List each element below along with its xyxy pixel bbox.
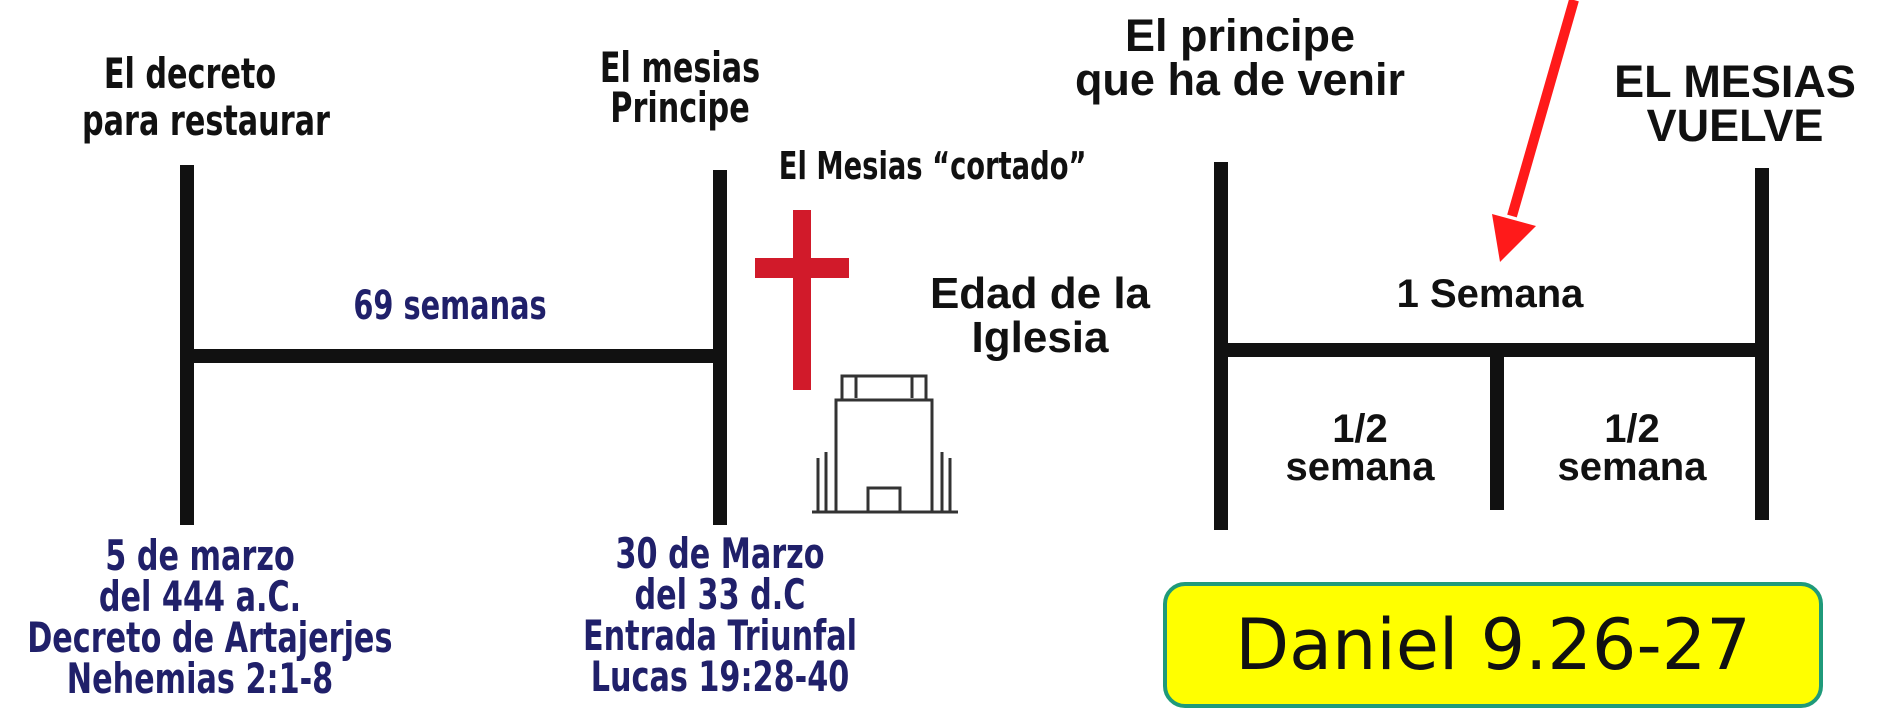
church-age-label: Edad de la Iglesia — [929, 269, 1151, 362]
decree-label: El decreto para restaurar — [81, 49, 330, 146]
one-week-label: 1 Semana — [1396, 272, 1584, 316]
church-icon — [812, 374, 958, 514]
end-date-label: 30 de Marzo del 33 d.C Entrada Triunfal … — [582, 529, 858, 702]
arrow-icon — [1492, 0, 1579, 262]
start-date-label: 5 de marzo del 444 a.C. Decreto de Artaj… — [27, 531, 393, 704]
scripture-reference-box: Daniel 9.26-27 — [1163, 582, 1823, 708]
messiah-returns-label: EL MESIAS VUELVE — [1614, 56, 1856, 152]
prince-to-come-label: El principe que ha de venir — [1074, 10, 1406, 106]
messiah-prince-label: El mesias Principe — [599, 43, 761, 132]
messiah-cut-off-label: El Mesias “cortado” — [778, 144, 1087, 188]
half-week-right-label: 1/2 semana — [1557, 407, 1707, 489]
sixty-nine-weeks-label: 69 semanas — [353, 283, 547, 329]
cross-icon — [755, 210, 849, 390]
scripture-reference-text: Daniel 9.26-27 — [1235, 604, 1751, 686]
half-week-left-label: 1/2 semana — [1285, 407, 1435, 489]
